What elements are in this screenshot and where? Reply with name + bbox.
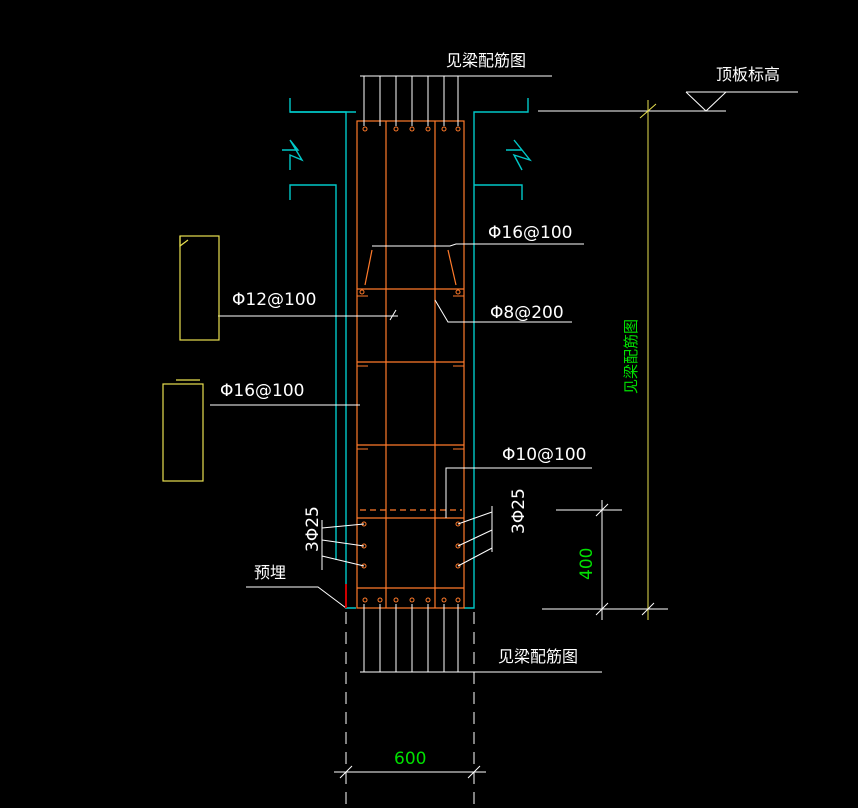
bar-dot — [455, 289, 461, 295]
dim600-tick-right — [467, 765, 481, 779]
leader-3phi25-left — [321, 520, 365, 570]
extension-lines — [345, 612, 475, 808]
top-anchor-bars — [360, 75, 552, 126]
leader-phi16-top — [372, 243, 584, 247]
label-phi16-top: Φ16@100 — [488, 223, 572, 243]
side-hooks — [357, 295, 464, 450]
rebar-cage — [356, 120, 465, 609]
bar-dot — [393, 597, 399, 603]
stirrup-hook-a — [364, 249, 457, 286]
bottom-dimension — [334, 765, 486, 779]
label-slab-level: 顶板标高 — [716, 65, 780, 84]
bar-dot — [455, 126, 461, 132]
slab-left-outline — [289, 98, 356, 609]
break-left — [282, 139, 304, 170]
label-phi8: Φ8@200 — [490, 303, 564, 323]
level-triangle — [685, 91, 727, 112]
label-dim-400: 400 — [577, 548, 597, 580]
label-phi16-left: Φ16@100 — [220, 381, 304, 401]
bar-dot — [455, 563, 461, 569]
label-phi10: Φ10@100 — [502, 445, 586, 465]
bar-dot — [362, 597, 368, 603]
frame-lower — [162, 383, 204, 482]
bar-dot — [393, 126, 399, 132]
bar-dot — [377, 597, 383, 603]
side-dim-tick — [639, 103, 657, 119]
label-beam-top: 见梁配筋图 — [446, 51, 526, 70]
bar-dot — [359, 289, 365, 295]
label-3phi25-left: 3Φ25 — [303, 506, 323, 552]
bar-dot — [425, 597, 431, 603]
leader-phi8 — [434, 299, 572, 323]
bar-dot — [409, 597, 415, 603]
bar-dot — [455, 597, 461, 603]
leaders — [210, 243, 592, 609]
frame-upper-hook — [179, 236, 189, 248]
slab-left-lower — [289, 184, 337, 560]
section-frames — [162, 235, 220, 482]
bar-dot — [455, 543, 461, 549]
label-phi12: Φ12@100 — [232, 290, 316, 310]
slab-right-outline — [464, 98, 529, 609]
leader-3phi25-right — [457, 506, 493, 567]
bottom-anchor-bars — [360, 604, 602, 673]
label-embedded: 预埋 — [254, 563, 286, 582]
dim400-tick-right — [641, 602, 655, 616]
dim400-tick-top — [595, 503, 609, 517]
leader-embedded — [246, 586, 347, 609]
leader-phi10 — [445, 467, 592, 518]
label-dim-600: 600 — [394, 749, 426, 769]
label-beam-bottom: 见梁配筋图 — [498, 647, 578, 666]
bar-dot — [455, 521, 461, 527]
slab-right-lower — [474, 184, 523, 200]
tick-phi12 — [389, 309, 397, 321]
outer-stirrup — [356, 120, 465, 609]
concrete-outline — [282, 98, 532, 609]
label-3phi25-right: 3Φ25 — [509, 488, 529, 534]
bar-dot — [425, 126, 431, 132]
dim400-tick-bottom — [595, 602, 609, 616]
bar-dot — [441, 126, 447, 132]
bar-dot — [441, 597, 447, 603]
dim600-tick-left — [339, 765, 353, 779]
right-annotations — [538, 91, 798, 620]
label-beam-side: 见梁配筋图 — [622, 319, 640, 394]
frame-upper — [179, 235, 220, 341]
break-right — [506, 139, 532, 171]
bar-dot — [362, 126, 368, 132]
bar-dot — [409, 126, 415, 132]
bar-dots — [359, 126, 461, 603]
